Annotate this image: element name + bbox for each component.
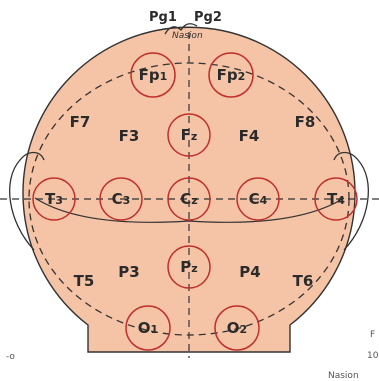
fragment-right-2: 10 <box>367 351 379 361</box>
electrode-ring <box>167 113 211 157</box>
electrode-c3: C3 <box>99 177 143 221</box>
electrode-f8: F8 <box>295 113 316 131</box>
electrode-fp1: Fp1 <box>130 52 176 98</box>
pg2-label: Pg2 <box>194 10 222 25</box>
electrode-cz: Cz <box>167 177 211 221</box>
electrode-ring <box>130 52 176 98</box>
electrode-p3: P3 <box>118 263 139 281</box>
electrode-label: C4 <box>249 190 268 208</box>
fragment-right-1: F <box>370 330 375 340</box>
electrode-ring <box>167 177 211 221</box>
electrode-label: C3 <box>112 190 131 208</box>
fragment-bottom-right: Nasion <box>328 371 359 381</box>
electrode-fz: Fz <box>167 113 211 157</box>
electrode-label: Fp1 <box>139 66 168 84</box>
pg1-label: Pg1 <box>149 10 177 25</box>
electrode-ring <box>99 177 143 221</box>
electrode-ring <box>167 245 211 289</box>
electrode-ring <box>214 305 260 351</box>
electrode-ring <box>125 305 171 351</box>
electrode-p4: P4 <box>239 263 260 281</box>
electrode-ring <box>208 52 254 98</box>
electrode-label: O2 <box>227 319 247 337</box>
electrode-f4: F4 <box>239 127 260 145</box>
electrode-label: Cz <box>180 190 197 208</box>
electrode-o1: O1 <box>125 305 171 351</box>
electrode-t6: T6 <box>293 272 314 290</box>
electrode-fp2: Fp2 <box>208 52 254 98</box>
right-ear <box>333 151 369 251</box>
electrode-pz: Pz <box>167 245 211 289</box>
electrode-ring <box>314 177 358 221</box>
electrode-label: O1 <box>138 319 158 337</box>
electrode-o2: O2 <box>214 305 260 351</box>
nose-outline <box>164 23 198 35</box>
electrode-label: Fz <box>181 126 198 144</box>
electrode-t3: T3 <box>32 177 76 221</box>
electrode-f3: F3 <box>119 127 140 145</box>
electrode-ring <box>32 177 76 221</box>
electrode-t5: T5 <box>74 272 95 290</box>
electrode-label: T3 <box>45 190 63 208</box>
nasion-label: Nasion <box>172 31 203 41</box>
electrode-label: Pz <box>180 258 197 276</box>
electrode-ring <box>236 177 280 221</box>
left-ear <box>9 151 45 251</box>
electrode-t4: T4 <box>314 177 358 221</box>
electrode-label: T4 <box>327 190 345 208</box>
electrode-c4: C4 <box>236 177 280 221</box>
electrode-f7: F7 <box>70 113 91 131</box>
fragment-bottom-left: -o <box>6 352 15 362</box>
electrode-label: Fp2 <box>217 66 246 84</box>
